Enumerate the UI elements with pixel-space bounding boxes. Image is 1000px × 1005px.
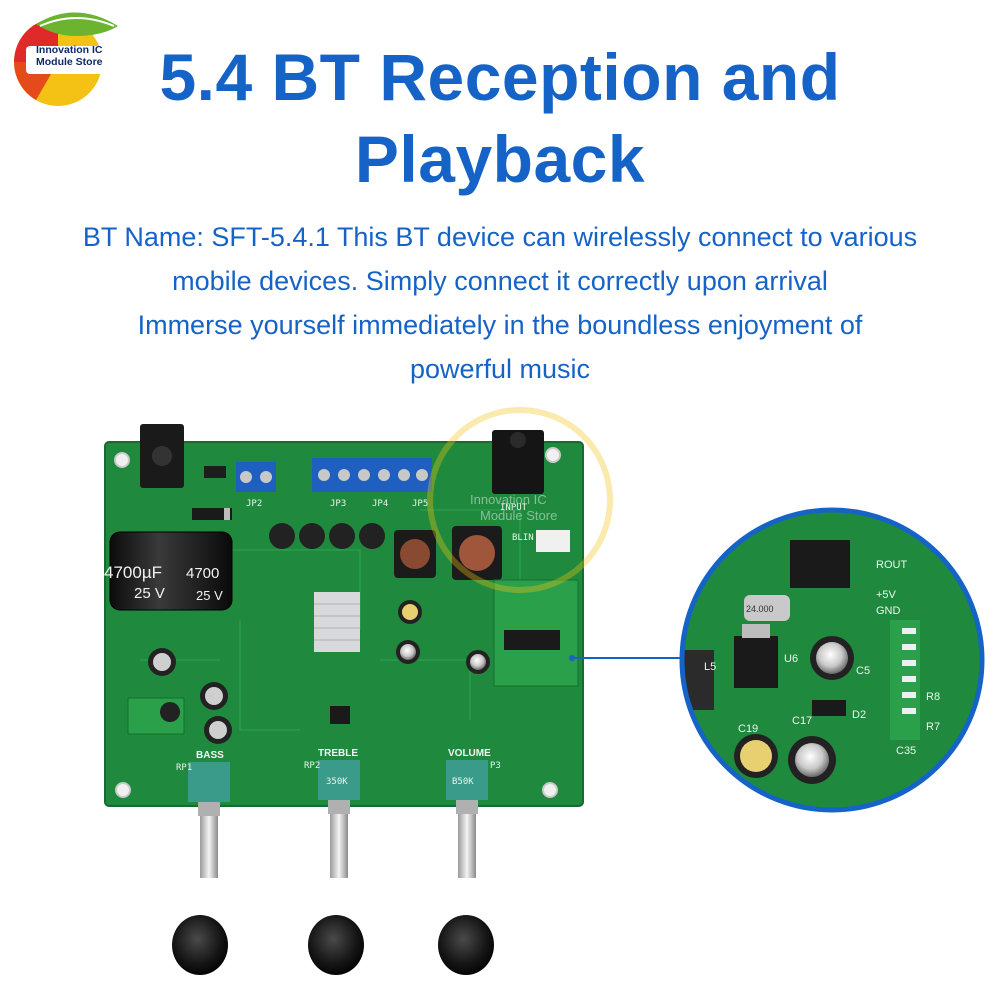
dc-power-jack <box>140 424 184 488</box>
description: BT Name: SFT-5.4.1 This BT device can wi… <box>30 215 970 391</box>
zoom-detail <box>682 510 982 810</box>
diode <box>192 508 232 520</box>
connector-label: BLIN G LIN <box>512 533 566 543</box>
inductors <box>269 523 502 580</box>
zoom-label-u6: U6 <box>784 653 798 665</box>
watermark <box>427 407 613 593</box>
crystal-label: 24.000 <box>746 604 774 614</box>
capacitor-voltage: 25 V <box>134 585 165 602</box>
capacitor-voltage-2: 25 V <box>196 588 223 603</box>
zoom-label-c17: C17 <box>792 715 812 727</box>
knob-3 <box>438 915 494 975</box>
zoom-ring <box>679 507 985 813</box>
knob-2 <box>308 915 364 975</box>
capacitor-label: 4700µF <box>104 563 162 582</box>
zoom-label-c5: C5 <box>856 665 870 677</box>
bt-module <box>493 530 579 687</box>
store-name-line2: Module Store <box>36 56 103 68</box>
zoom-label-gnd: GND <box>876 605 901 617</box>
pot-ref-p3: P3 <box>490 761 501 771</box>
title-line1: 5.4 BT Reception and <box>159 40 841 114</box>
jumper-label-jp3: JP3 <box>330 499 346 509</box>
description-line1: BT Name: SFT-5.4.1 This BT device can wi… <box>82 222 918 252</box>
potentiometer-bass <box>188 762 230 878</box>
main-capacitor <box>109 531 233 611</box>
zoom-label-d2: D2 <box>852 709 866 721</box>
zoom-label-rout: ROUT <box>876 559 907 571</box>
watermark-text-line1: Innovation IC <box>470 492 547 507</box>
store-logo <box>6 6 124 110</box>
pot-label-bass: BASS <box>196 750 224 761</box>
title-line2: Playback <box>354 122 646 196</box>
zoom-label-r7: R7 <box>926 721 940 733</box>
zoom-label-5v: +5V <box>876 589 897 601</box>
pot-value-volume: B50K <box>452 777 474 787</box>
pot-ref-rp1: RP1 <box>176 763 192 773</box>
pot-label-volume: VOLUME <box>448 748 491 759</box>
page-title: 5.4 BT Reception and Playback <box>0 36 1000 200</box>
pot-ref-rp2: RP2 <box>304 761 320 771</box>
zoom-label-c35: C35 <box>896 745 916 757</box>
jumper-label-jp5: JP5 <box>412 499 428 509</box>
potentiometer-volume <box>446 760 488 878</box>
heatsink <box>314 592 360 652</box>
pot-label-treble: TREBLE <box>318 748 358 759</box>
store-name-line1: Innovation IC <box>36 44 103 56</box>
product-photo: JP2 JP3 JP4 JP5 INPUT 4700µF 4700 25 V 2… <box>0 400 1000 1000</box>
pot-value-treble: 350K <box>326 777 348 787</box>
zoom-label-r8: R8 <box>926 691 940 703</box>
description-line2: mobile devices. Simply connect it correc… <box>172 266 828 296</box>
zoom-label-c19: C19 <box>738 723 758 735</box>
audio-input-jack <box>492 430 544 494</box>
zoom-label-l5: L5 <box>704 661 716 673</box>
jumper-label-jp2: JP2 <box>246 499 262 509</box>
terminal-blocks <box>204 458 432 492</box>
potentiometer-treble <box>318 760 360 878</box>
store-logo-text: Innovation IC Module Store <box>36 44 132 68</box>
capacitor-label-2: 4700 <box>186 565 219 582</box>
small-capacitors <box>148 600 490 744</box>
jumper-label-jp4: JP4 <box>372 499 388 509</box>
description-line4: powerful music <box>409 354 591 384</box>
watermark-text-line2: Module Store <box>480 508 557 523</box>
knob-1 <box>172 915 228 975</box>
ic-chip <box>330 706 350 724</box>
input-label: INPUT <box>500 503 528 513</box>
description-line3: Immerse yourself immediately in the boun… <box>137 310 863 340</box>
